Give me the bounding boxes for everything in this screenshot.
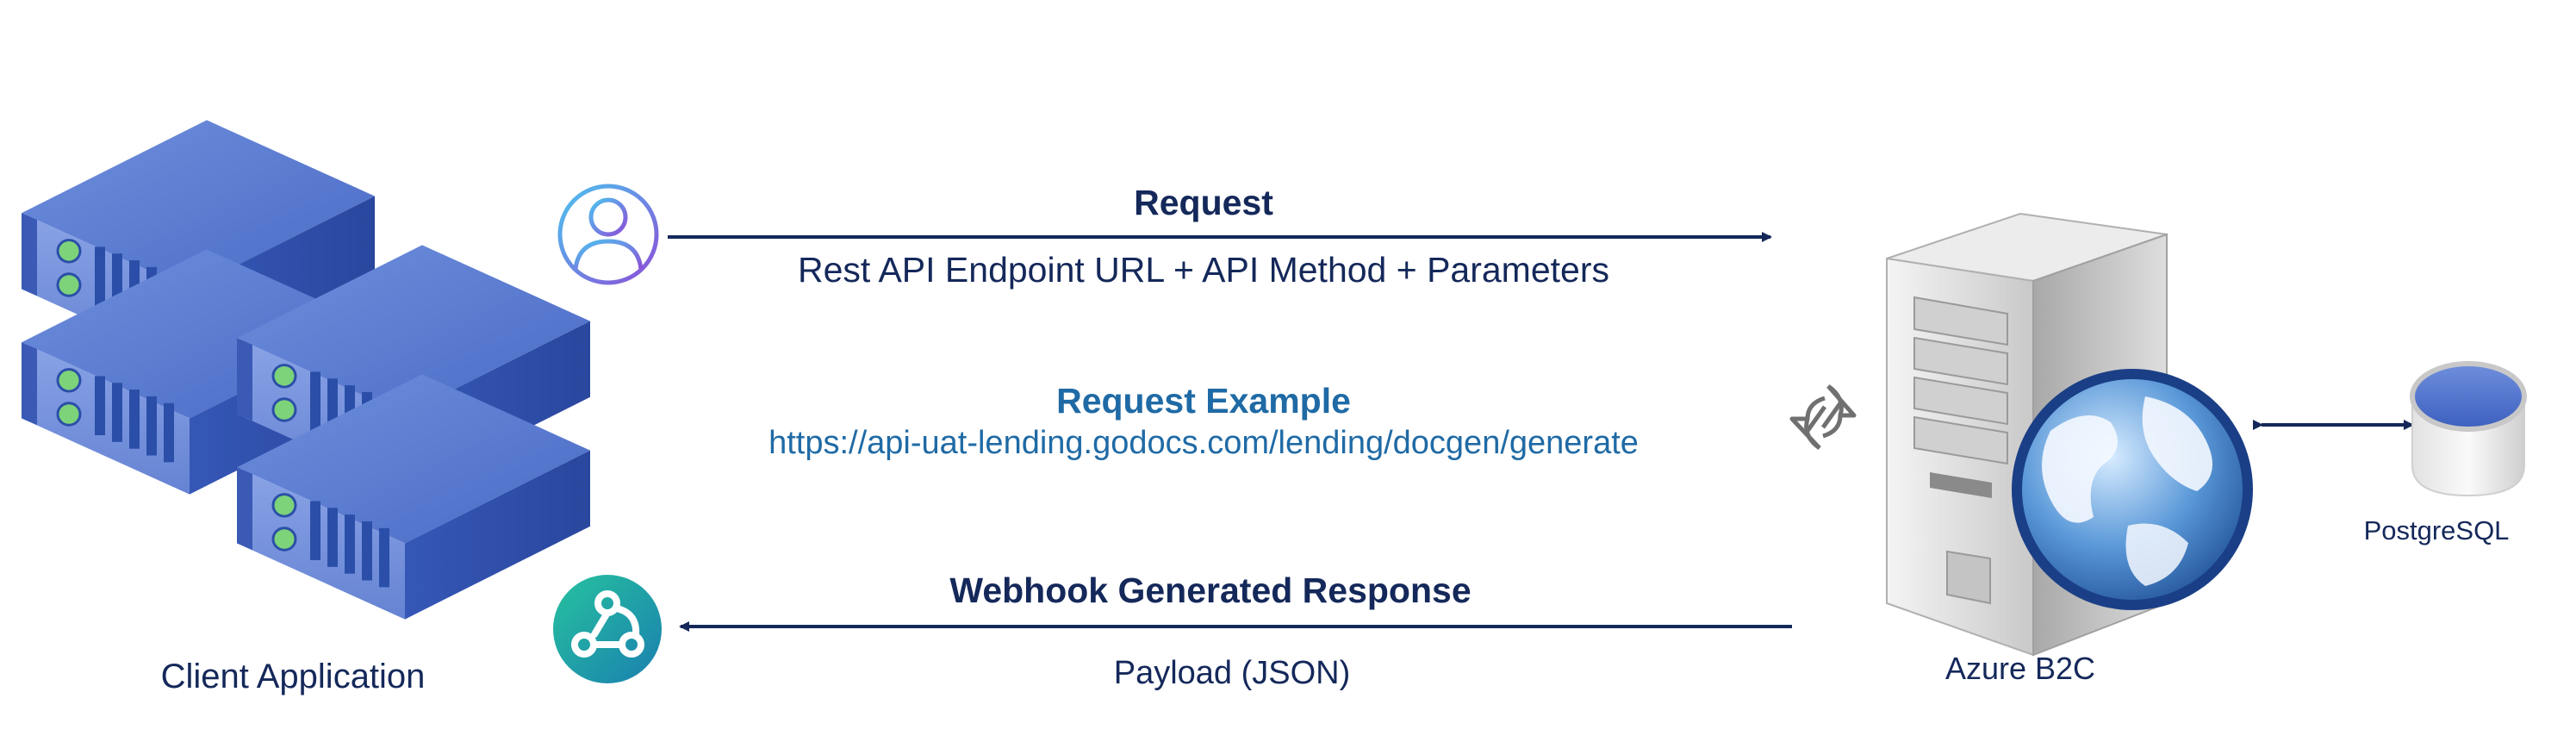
- response-title: Webhook Generated Response: [949, 571, 1472, 610]
- request-title: Request: [1134, 183, 1273, 222]
- server-rack-icon: [20, 118, 592, 621]
- globe-icon: [2012, 369, 2253, 610]
- azure-b2c-label: Azure B2C: [1944, 651, 2096, 686]
- database-icon: [2410, 361, 2527, 497]
- request-example-url[interactable]: https://api-uat-lending.godocs.com/lendi…: [768, 425, 1639, 461]
- client-application-label: Client Application: [160, 658, 426, 695]
- postgresql-label: PostgreSQL: [2363, 515, 2510, 546]
- sync-icon: [1789, 383, 1857, 451]
- response-subtitle: Payload (JSON): [1113, 655, 1351, 691]
- webhook-icon: [553, 575, 662, 683]
- user-icon: [557, 184, 659, 285]
- request-example-title: Request Example: [1056, 381, 1351, 421]
- request-subtitle: Rest API Endpoint URL + API Method + Par…: [798, 250, 1609, 290]
